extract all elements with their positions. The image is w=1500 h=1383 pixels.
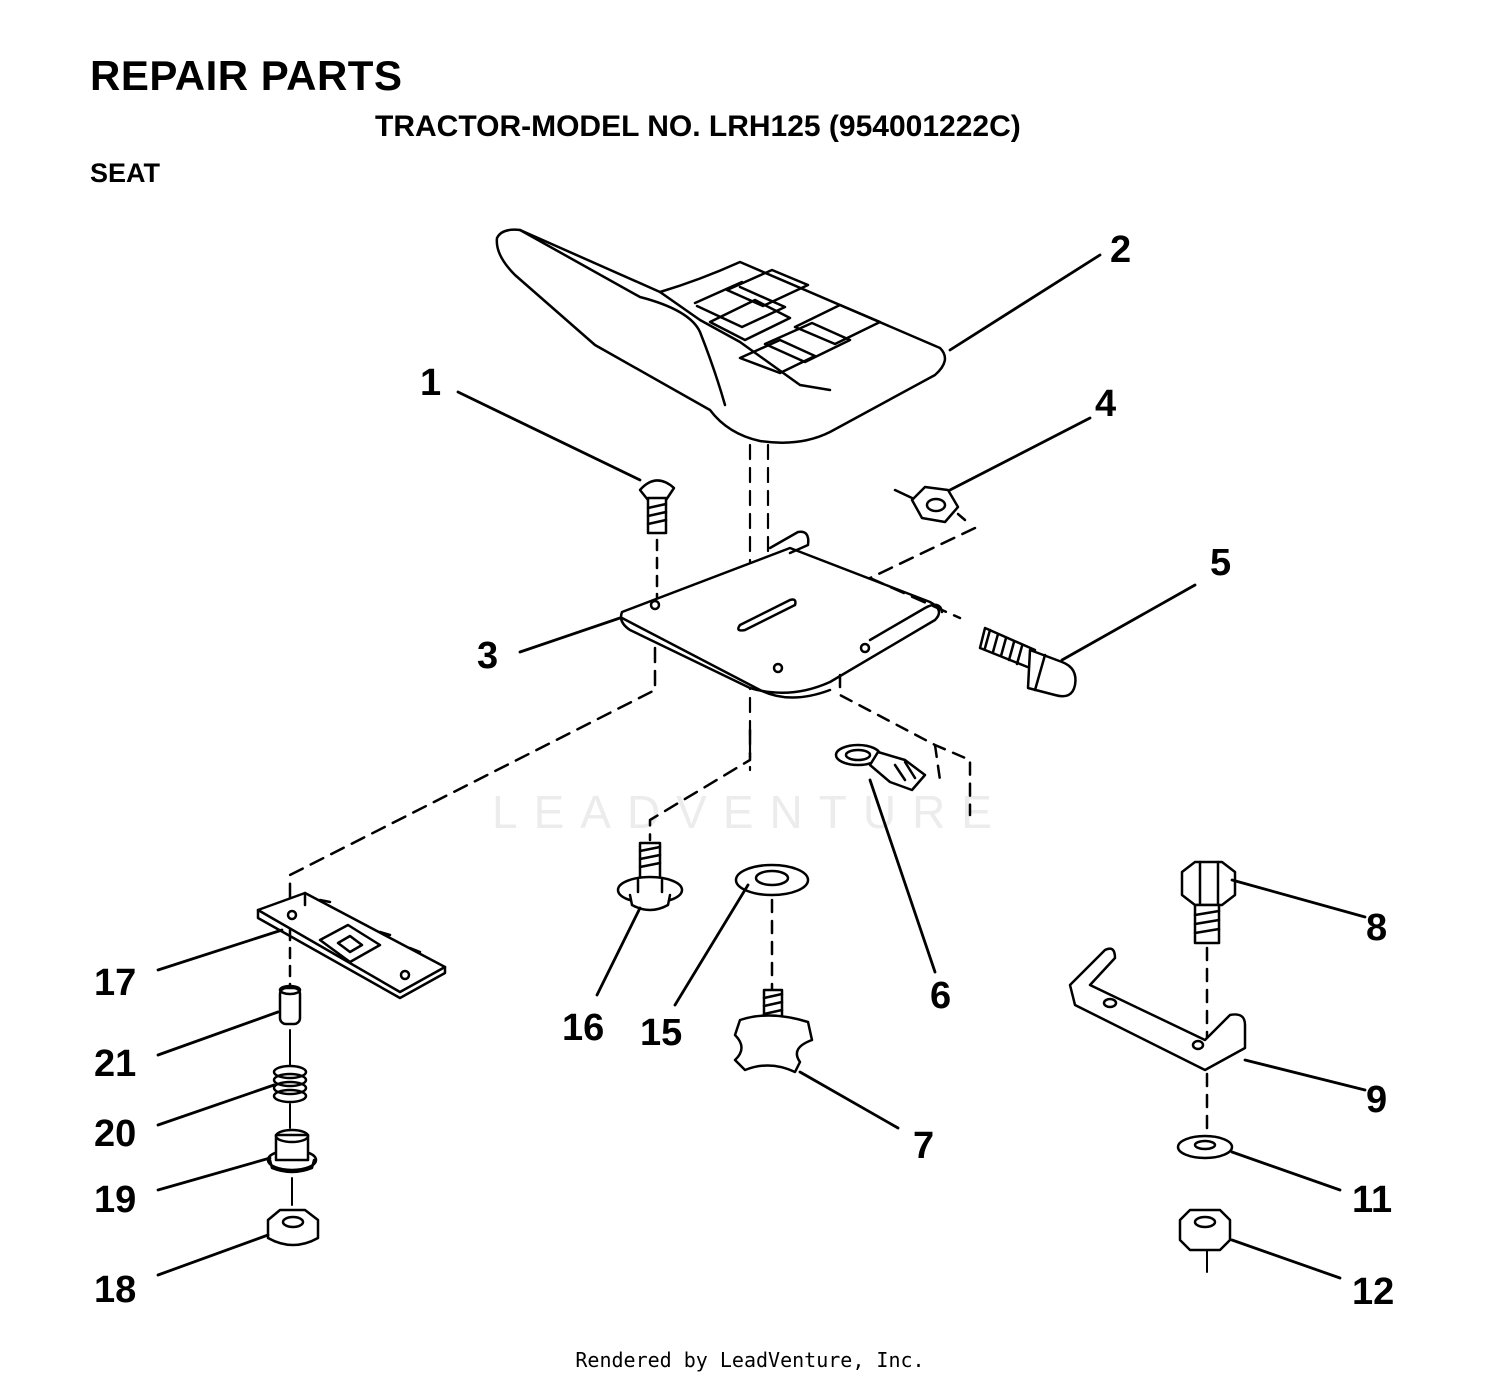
seat-plate-part-drawing — [619, 530, 944, 699]
carriage-bolt-part-drawing — [638, 479, 676, 535]
mounting-bracket-part-drawing — [1068, 947, 1247, 1072]
section-label: SEAT — [90, 158, 161, 188]
callout-3: 3 — [477, 635, 498, 677]
callout-15: 15 — [640, 1012, 682, 1054]
pin-part-drawing — [278, 984, 302, 1026]
lock-nut-12-part-drawing — [1178, 1208, 1232, 1273]
page-title: REPAIR PARTS — [90, 52, 403, 99]
callout-18: 18 — [94, 1269, 136, 1311]
callout-4: 4 — [1095, 383, 1116, 425]
callout-11: 11 — [1352, 1179, 1392, 1221]
flat-washer-15-part-drawing — [734, 863, 810, 897]
bushing-part-drawing — [266, 1128, 318, 1174]
knob-part-drawing — [733, 988, 814, 1074]
callout-7: 7 — [913, 1125, 934, 1167]
flange-nut-18-part-drawing — [266, 1208, 320, 1247]
shoulder-bolt-part-drawing — [616, 841, 684, 912]
callout-2: 2 — [1110, 229, 1131, 271]
callout-5: 5 — [1210, 542, 1231, 584]
hex-bolt-5-part-drawing — [978, 626, 1077, 698]
model-subtitle: TRACTOR-MODEL NO. LRH125 (954001222C) — [375, 110, 1021, 143]
callout-9: 9 — [1366, 1079, 1387, 1121]
hex-bolt-8-part-drawing — [1180, 860, 1237, 945]
callout-12: 12 — [1352, 1271, 1394, 1313]
callout-17: 17 — [94, 962, 136, 1004]
footer-credit: Rendered by LeadVenture, Inc. — [575, 1348, 925, 1372]
callout-21: 21 — [94, 1043, 136, 1085]
callout-19: 19 — [94, 1179, 136, 1221]
callout-8: 8 — [1366, 907, 1387, 949]
callout-20: 20 — [94, 1113, 136, 1155]
slide-bracket-part-drawing — [256, 891, 447, 1000]
callout-1: 1 — [420, 362, 441, 404]
watermark-text: LEADVENTURE — [492, 786, 1008, 838]
flat-washer-11-part-drawing — [1176, 1134, 1234, 1160]
spring-part-drawing — [272, 1064, 308, 1104]
push-clip-part-drawing — [834, 743, 927, 792]
callout-16: 16 — [562, 1007, 604, 1049]
seat-part-drawing — [495, 228, 947, 444]
hex-nut-4-part-drawing — [893, 485, 967, 524]
callout-6: 6 — [930, 975, 951, 1017]
